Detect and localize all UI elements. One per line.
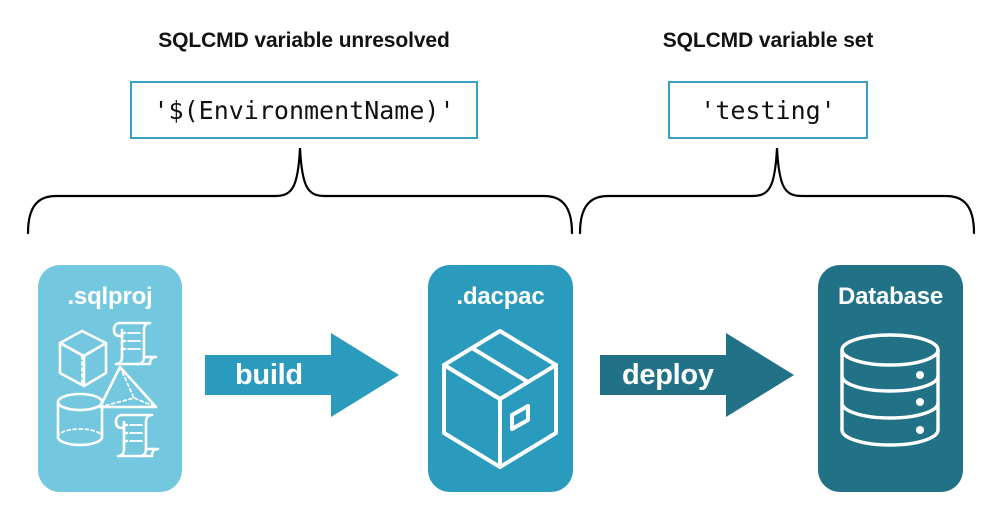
stage-box-sqlproj[interactable]: .sqlproj [38,265,182,492]
arrow-deploy-label: deploy [622,359,714,391]
stage-box-dacpac[interactable]: .dacpac [428,265,573,492]
code-box-testing: 'testing' [668,81,868,139]
sql-project-shapes-icon [56,321,160,458]
heading-sqlcmd-variable-unresolved: SQLCMD variable unresolved [158,29,450,52]
curly-brace-up-icon-left [26,146,574,239]
curly-brace-up-icon-right [578,146,976,239]
stage-box-database-label: Database [837,283,944,310]
arrow-build[interactable]: build [205,333,399,422]
right-arrow-icon [600,333,794,417]
right-arrow-icon [205,333,399,417]
arrow-deploy[interactable]: deploy [600,333,794,422]
database-cylinder-icon [840,333,940,447]
stage-box-database[interactable]: Database [818,265,963,492]
stage-box-sqlproj-label: .sqlproj [67,283,153,310]
arrow-build-label: build [235,359,303,391]
stage-box-dacpac-label: .dacpac [456,283,545,310]
package-box-icon [442,329,558,469]
heading-sqlcmd-variable-set: SQLCMD variable set [662,29,874,52]
code-box-environment-name: '$(EnvironmentName)' [130,81,478,139]
